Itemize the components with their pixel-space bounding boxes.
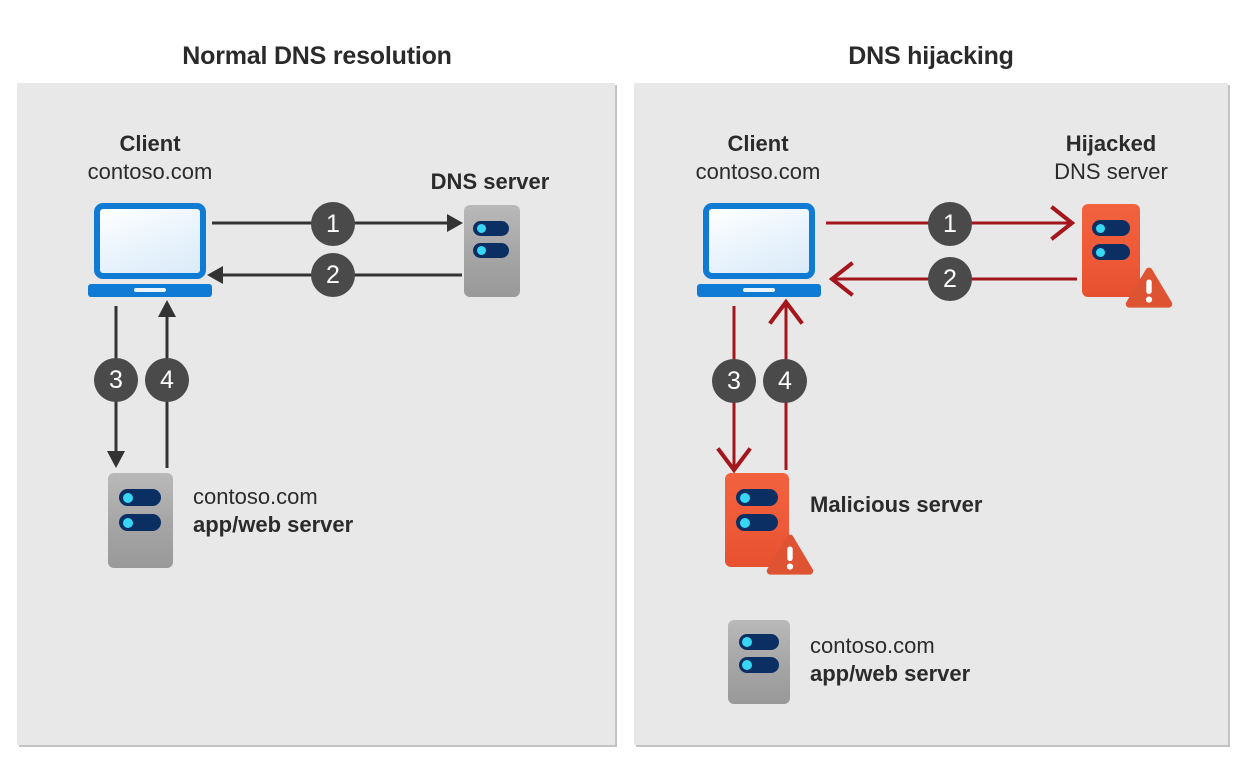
right-malicious-server-icon xyxy=(725,473,789,567)
right-client-laptop-icon xyxy=(697,203,821,299)
left-step-badge-4: 4 xyxy=(145,358,189,402)
server-led-1 xyxy=(740,493,750,503)
right-panel-title: DNS hijacking xyxy=(848,42,1014,70)
left-app-web-server-icon xyxy=(108,473,173,568)
right-app-web-server-subtitle: contoso.com xyxy=(810,633,935,658)
right-malicious-server-label: Malicious server xyxy=(810,491,982,519)
right-step-badge-1: 1 xyxy=(928,202,972,246)
left-dns-server-label: DNS server xyxy=(380,168,600,196)
left-client-title: Client xyxy=(119,131,181,156)
left-step-badge-3: 3 xyxy=(94,358,138,402)
server-led-1 xyxy=(1096,224,1105,233)
right-malicious-server-title: Malicious server xyxy=(810,492,983,517)
server-led-2 xyxy=(123,518,133,528)
right-client-subtitle: contoso.com xyxy=(695,159,821,185)
laptop-notch xyxy=(134,288,166,292)
hijacked-server-warning-icon xyxy=(1124,266,1174,310)
left-app-web-server-label: contoso.com app/web server xyxy=(193,483,353,539)
right-hijacked-dns-server-title: Hijacked xyxy=(1065,131,1157,156)
left-step-badge-2: 2 xyxy=(311,253,355,297)
right-hijacked-dns-server-label: Hijacked DNS server xyxy=(1000,130,1222,186)
right-client-label: Client contoso.com xyxy=(648,130,868,186)
left-dns-server-title: DNS server xyxy=(430,169,550,194)
right-hijacked-dns-server-subtitle: DNS server xyxy=(1054,159,1168,185)
left-panel-title: Normal DNS resolution xyxy=(182,42,452,70)
right-client-title: Client xyxy=(727,131,789,156)
left-app-web-server-subtitle: contoso.com xyxy=(193,484,318,509)
server-led-1 xyxy=(123,493,133,503)
right-app-web-server-icon xyxy=(728,620,790,704)
right-app-web-server-label: contoso.com app/web server xyxy=(810,632,970,688)
left-app-web-server-title: app/web server xyxy=(193,512,354,538)
laptop-notch xyxy=(743,288,775,292)
server-led-1 xyxy=(742,637,752,647)
right-step-badge-4: 4 xyxy=(763,359,807,403)
malicious-server-warning-icon xyxy=(765,533,815,577)
left-dns-server-icon xyxy=(464,205,520,297)
left-client-label: Client contoso.com xyxy=(40,130,260,186)
server-led-2 xyxy=(1096,248,1105,257)
right-step-badge-2: 2 xyxy=(928,257,972,301)
right-app-web-server-title: app/web server xyxy=(810,661,971,687)
left-client-laptop-icon xyxy=(88,203,212,299)
laptop-screen xyxy=(703,203,815,279)
laptop-screen xyxy=(94,203,206,279)
right-hijacked-dns-server-icon xyxy=(1082,204,1140,297)
right-step-badge-3: 3 xyxy=(712,359,756,403)
left-client-subtitle: contoso.com xyxy=(87,159,213,185)
server-led-2 xyxy=(742,660,752,670)
server-led-2 xyxy=(740,518,750,528)
left-step-badge-1: 1 xyxy=(311,202,355,246)
server-led-2 xyxy=(477,246,486,255)
server-led-1 xyxy=(477,224,486,233)
